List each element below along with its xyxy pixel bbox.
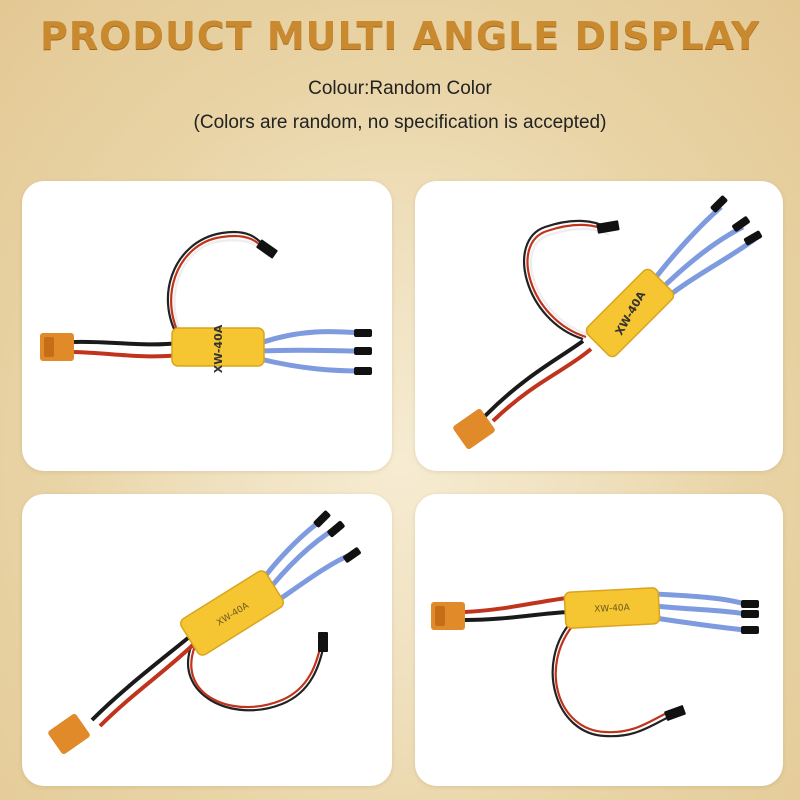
esc-label: XW-40A (212, 324, 225, 373)
esc-image-side: XW-40A (431, 587, 759, 738)
page-title: PRODUCT MULTI ANGLE DISPLAY (40, 14, 760, 58)
esc-image-diagonal: XW-40A (48, 510, 361, 755)
esc-body (563, 587, 661, 629)
esc-image-front: XW-40A (40, 230, 372, 375)
colour-disclaimer: (Colors are random, no specification is … (193, 112, 607, 133)
esc-body (171, 327, 265, 367)
esc-label: XW-40A (594, 603, 631, 615)
product-view-diagonal: XW-40A (22, 494, 392, 786)
colour-info: Colour:Random Color (308, 78, 492, 99)
xt60-connector (48, 713, 90, 755)
esc-body (585, 268, 675, 358)
esc-image-angled: XW-40A (453, 195, 763, 450)
product-view-side: XW-40A (415, 494, 783, 786)
product-view-front: XW-40A (22, 181, 392, 471)
xt60-connector (453, 408, 495, 450)
product-view-angled: XW-40A (415, 181, 783, 471)
esc-body (179, 570, 285, 656)
